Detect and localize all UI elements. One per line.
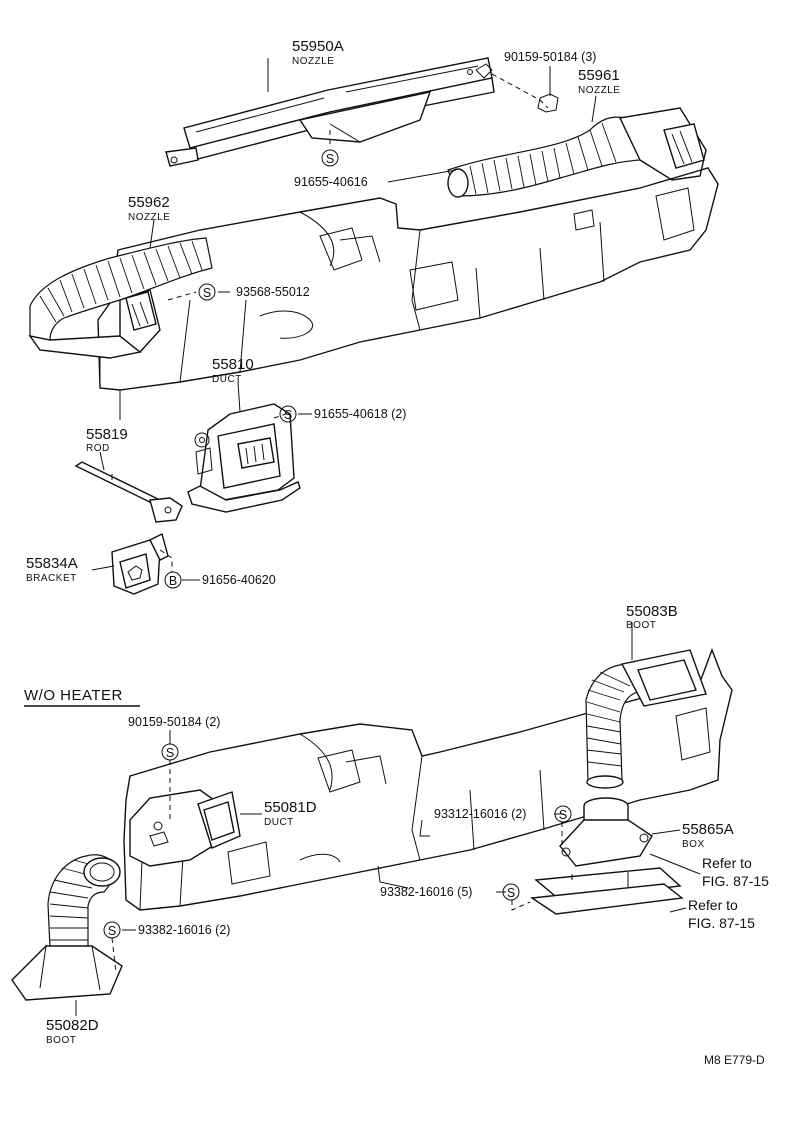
- duct-55810-drawing: [187, 403, 301, 513]
- lower-leaders: [75, 622, 701, 1016]
- fastener-91655-40618: 91655-40618 (2): [314, 407, 406, 421]
- svg-text:S: S: [559, 808, 567, 822]
- nozzle-55961-drawing: [447, 107, 707, 198]
- duct-55081d-drawing: [129, 789, 241, 867]
- fastener-90159-wo: 90159-50184 (2): [128, 715, 220, 729]
- box-55865a-drawing: [559, 797, 653, 867]
- svg-text:B: B: [169, 574, 177, 588]
- part-name-55962: NOZZLE: [128, 212, 170, 223]
- part-number-55810: 55810: [212, 356, 254, 373]
- section-label-wo-heater: W/O HEATER: [24, 687, 123, 704]
- part-name-55950a: NOZZLE: [292, 56, 334, 67]
- symbol-s-93382-2: S: [103, 921, 121, 939]
- ref2-line1: Refer to: [688, 897, 738, 913]
- fastener-91656: 91656-40620: [202, 573, 276, 587]
- part-number-55961: 55961: [578, 67, 620, 84]
- part-number-55083b: 55083B: [626, 603, 678, 620]
- part-number-55081d: 55081D: [264, 799, 317, 816]
- ref2-line2: FIG. 87-15: [688, 915, 755, 931]
- part-name-55081d: DUCT: [264, 817, 294, 828]
- upper-leaders: [91, 58, 597, 581]
- plates-drawing: [530, 867, 684, 915]
- ref1-line2: FIG. 87-15: [702, 873, 769, 889]
- part-name-55082d: BOOT: [46, 1035, 76, 1046]
- svg-text:S: S: [203, 286, 211, 300]
- dashboard-lower-drawing: [123, 648, 733, 911]
- svg-text:S: S: [166, 746, 174, 760]
- part-number-55865a: 55865A: [682, 821, 734, 838]
- symbol-s-93382-5: S: [502, 883, 520, 901]
- svg-text:S: S: [507, 886, 515, 900]
- svg-text:S: S: [284, 408, 292, 422]
- part-name-55961: NOZZLE: [578, 85, 620, 96]
- symbol-s-40616: S: [321, 149, 339, 167]
- symbol-s-90159-wo: S: [161, 743, 179, 761]
- part-number-55082d: 55082D: [46, 1017, 99, 1034]
- part-name-55810: DUCT: [212, 374, 242, 385]
- part-name-55083b: BOOT: [626, 620, 656, 631]
- part-number-55962: 55962: [128, 194, 170, 211]
- dashboard-upper-drawing: [97, 167, 719, 420]
- ref1-line1: Refer to: [702, 855, 752, 871]
- symbol-s-40618: S: [279, 405, 297, 423]
- footer-code: M8 E779-D: [704, 1053, 765, 1067]
- symbol-b-91656: B: [164, 571, 182, 589]
- fastener-90159-top: 90159-50184 (3): [504, 50, 596, 64]
- part-name-55819: ROD: [86, 443, 110, 454]
- fastener-93382-5: 93382-16016 (5): [380, 885, 472, 899]
- symbol-s-93568: S: [198, 283, 216, 301]
- part-number-55950a: 55950A: [292, 38, 344, 55]
- bracket-55834a-drawing: [111, 532, 169, 595]
- symbol-s-93312: S: [554, 805, 572, 823]
- part-number-55834a: 55834A: [26, 555, 78, 572]
- svg-text:S: S: [326, 152, 334, 166]
- boot-55082d-drawing: [11, 854, 123, 1001]
- part-number-55819: 55819: [86, 426, 128, 443]
- fastener-91655-40616: 91655-40616: [294, 175, 368, 189]
- rod-55819-drawing: [74, 461, 183, 523]
- fastener-93382-2: 93382-16016 (2): [138, 923, 230, 937]
- part-name-55834a: BRACKET: [26, 573, 77, 584]
- nozzle-55950a-drawing: [165, 57, 495, 167]
- part-name-55865a: BOX: [682, 839, 705, 850]
- fastener-93312: 93312-16016 (2): [434, 807, 526, 821]
- svg-text:S: S: [108, 924, 116, 938]
- nozzle-55962-drawing: [28, 237, 213, 359]
- boot-55083b-drawing: [585, 649, 707, 789]
- fastener-93568: 93568-55012: [236, 285, 310, 299]
